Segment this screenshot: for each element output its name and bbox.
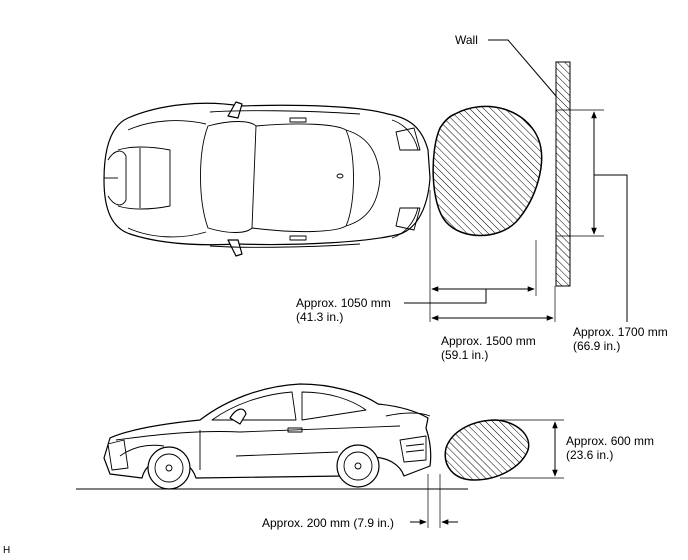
wall-label: Wall: [455, 33, 478, 47]
dim-1050-in-label: (41.3 in.): [296, 310, 343, 324]
wall: [555, 61, 571, 287]
dim-1050-leader: [404, 289, 487, 304]
dim-1500-in-label: (59.1 in.): [441, 348, 488, 362]
dim-1700-leader: [594, 174, 628, 322]
dim-1050-mm-label: Approx. 1050 mm: [296, 296, 391, 310]
dim-1700-mm-label: Approx. 1700 mm: [573, 325, 668, 339]
dim-600-in-label: (23.6 in.): [566, 448, 613, 462]
obstacle-side-view: [444, 419, 530, 481]
dim-600-mm-label: Approx. 600 mm: [566, 434, 654, 448]
dim-1700-in-label: (66.9 in.): [573, 339, 620, 353]
wall-leader-line: [488, 39, 557, 97]
car-top-view: [103, 101, 431, 257]
dim-1500-mm-label: Approx. 1500 mm: [441, 334, 536, 348]
obstacle-top-view: [432, 105, 543, 237]
dim-200-label: Approx. 200 mm (7.9 in.): [262, 516, 394, 530]
car-side-view: [103, 383, 432, 490]
corner-mark: H: [3, 545, 10, 556]
